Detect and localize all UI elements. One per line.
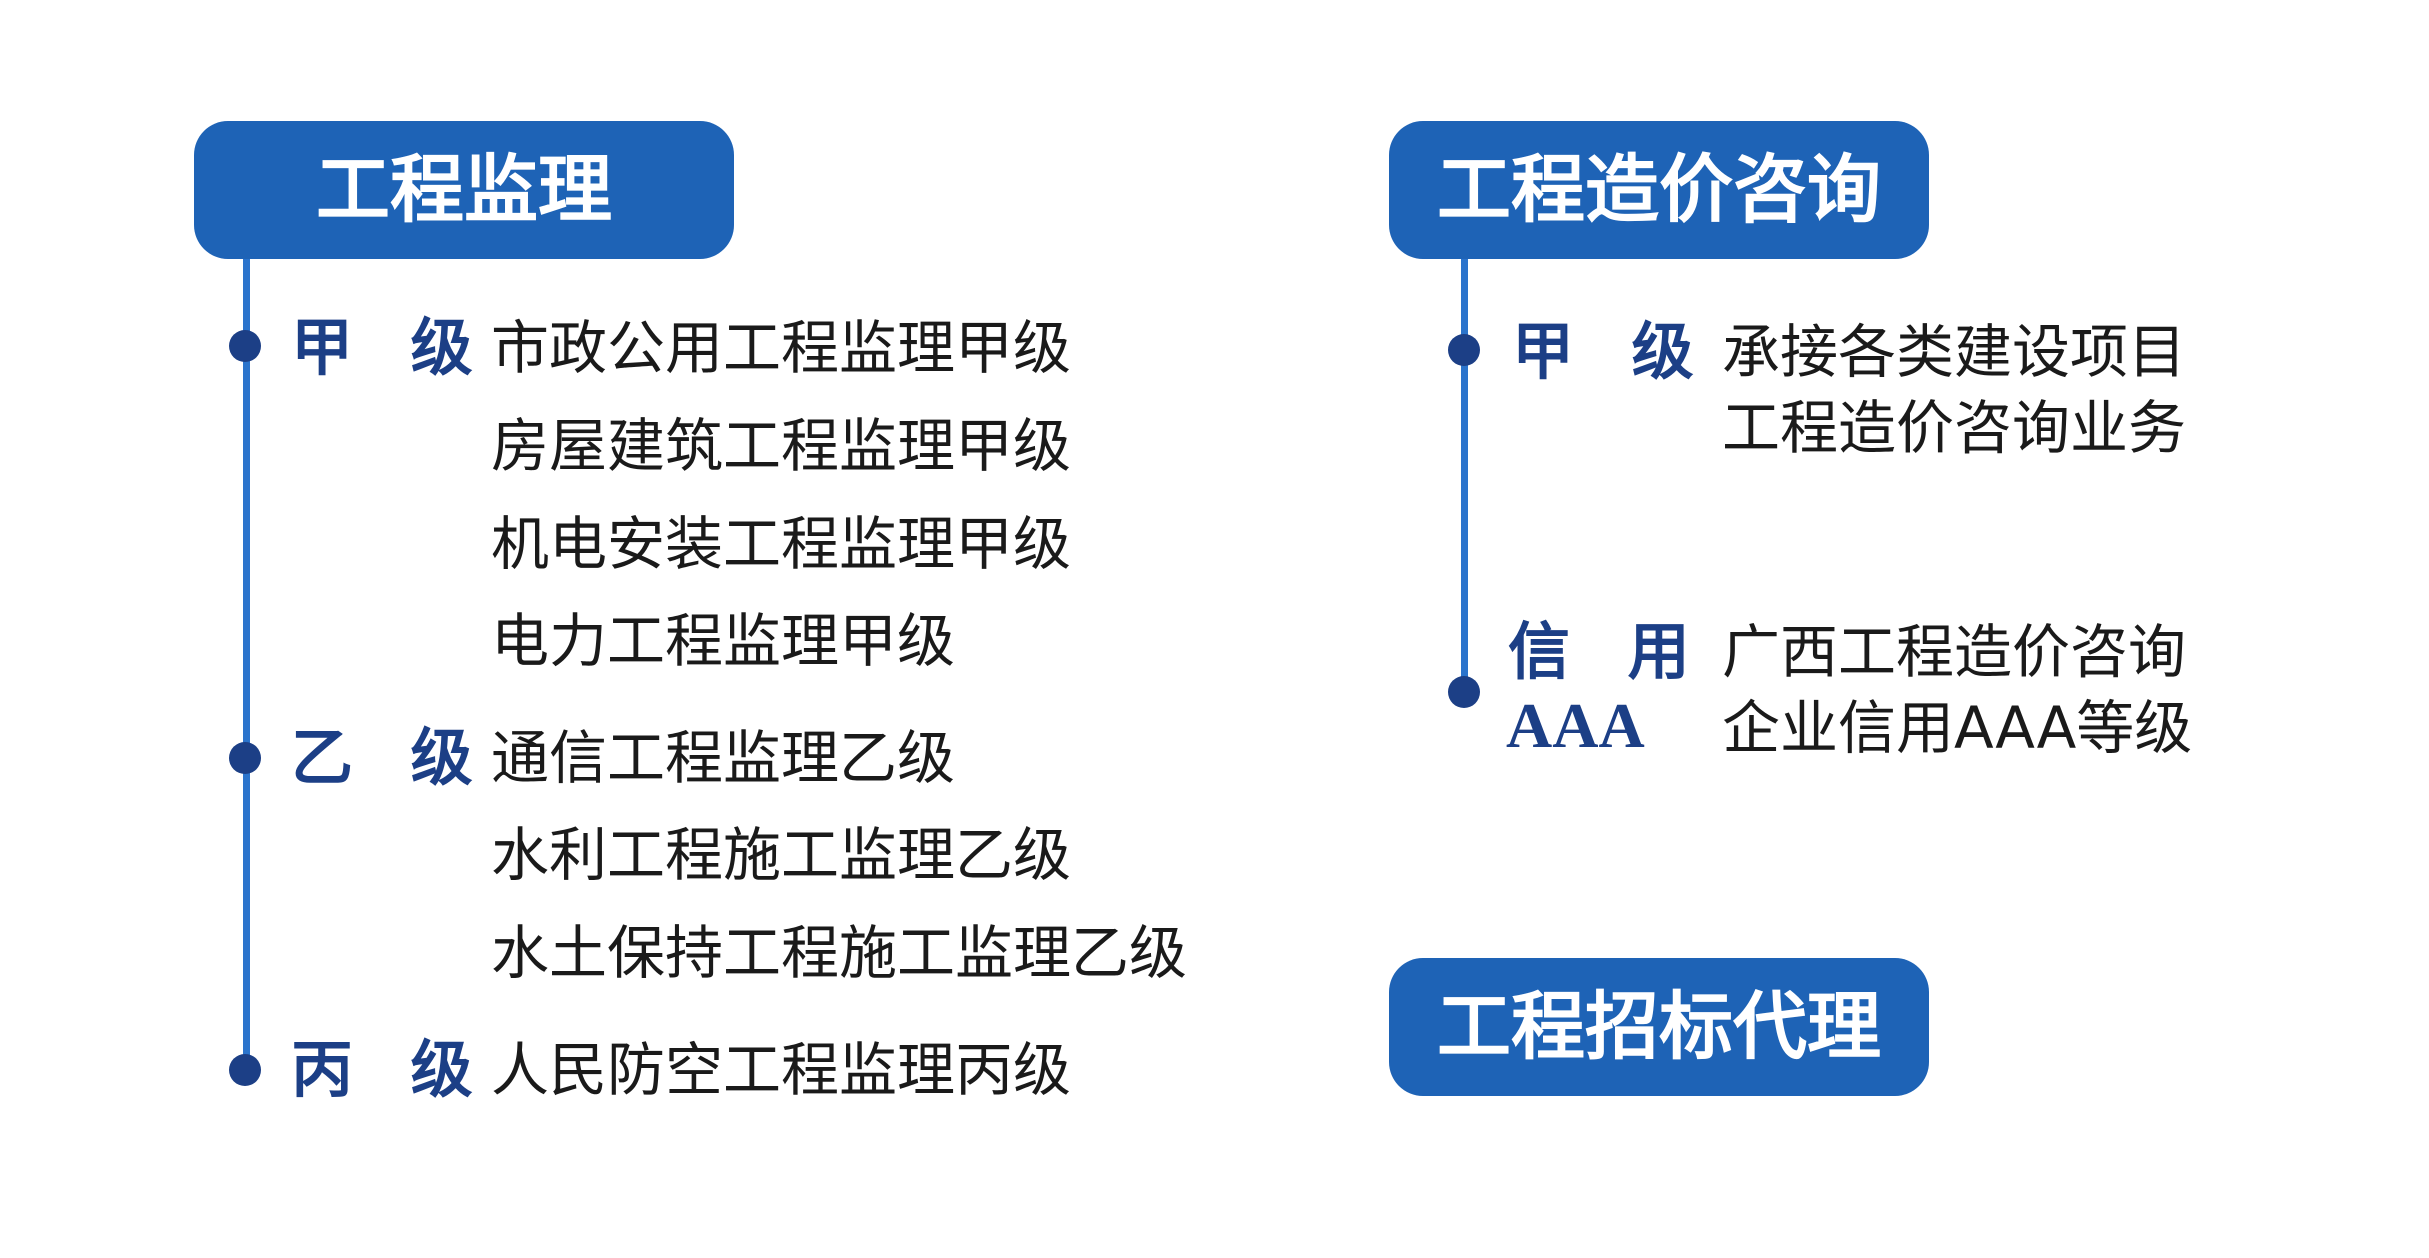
- list-item: 水土保持工程施工监理乙级: [491, 919, 1188, 987]
- supervision-header: 工程监理: [194, 121, 734, 259]
- list-item: 通信工程监理乙级: [491, 724, 956, 792]
- grade-label-c: 丙 级: [291, 1033, 491, 1106]
- grade-label-b: 乙 级: [291, 721, 491, 794]
- list-item: 市政公用工程监理甲级: [491, 314, 1072, 382]
- timeline-dot: [229, 742, 261, 774]
- timeline-dot: [1448, 334, 1480, 366]
- cost-consulting-timeline: [1461, 250, 1468, 696]
- grade-label-a: 甲 级: [1512, 315, 1712, 388]
- list-item: 机电安装工程监理甲级: [491, 510, 1072, 578]
- cost-consulting-header: 工程造价咨询: [1389, 121, 1929, 259]
- list-item: 企业信用AAA等级: [1722, 694, 2193, 762]
- supervision-timeline: [243, 250, 250, 1076]
- credit-rating-label: AAA: [1506, 690, 1645, 761]
- credit-label: 信 用: [1508, 615, 1708, 688]
- list-item: 承接各类建设项目: [1722, 318, 2187, 386]
- list-item: 人民防空工程监理丙级: [491, 1036, 1072, 1104]
- list-item: 广西工程造价咨询: [1722, 618, 2187, 686]
- list-item: 电力工程监理甲级: [491, 607, 956, 675]
- timeline-dot: [1448, 676, 1480, 708]
- list-item: 水利工程施工监理乙级: [491, 821, 1072, 889]
- timeline-dot: [229, 1054, 261, 1086]
- grade-label-a: 甲 级: [291, 311, 491, 384]
- list-item: 房屋建筑工程监理甲级: [491, 412, 1072, 480]
- timeline-dot: [229, 330, 261, 362]
- bidding-agency-header: 工程招标代理: [1389, 958, 1929, 1096]
- list-item: 工程造价咨询业务: [1722, 394, 2187, 462]
